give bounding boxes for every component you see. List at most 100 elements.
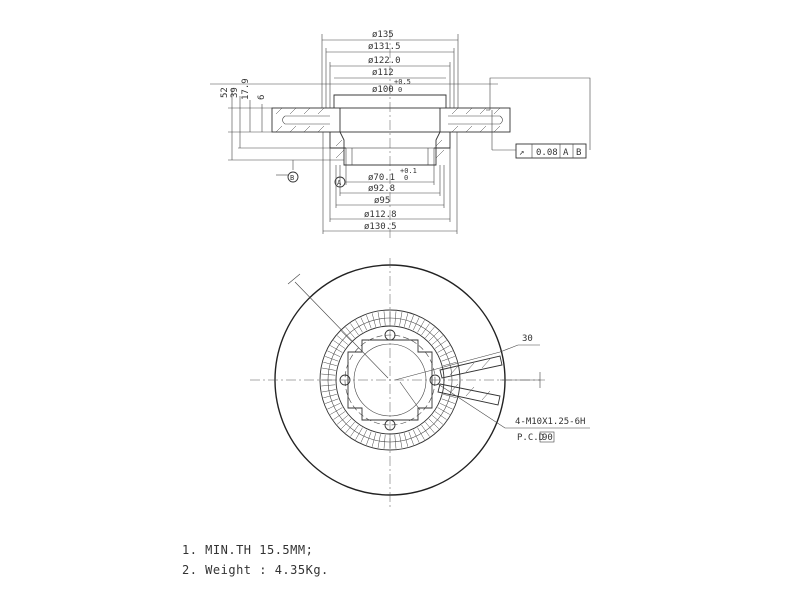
vane (434, 411, 447, 420)
vane (403, 313, 409, 327)
pcd-value: 90 (542, 433, 553, 443)
vane (437, 407, 450, 415)
vane (341, 418, 352, 429)
vane (333, 340, 346, 349)
height-dimensions (210, 83, 498, 161)
vane (413, 317, 420, 331)
vane (399, 312, 403, 326)
vane (321, 373, 336, 376)
vane (417, 427, 425, 440)
vane (322, 367, 336, 371)
tolerance-value: 0.08 (536, 148, 558, 158)
dim-h-52: 52 (220, 87, 230, 98)
dim-dia-92-8: ø92.8 (368, 184, 395, 194)
dim-dia-112-8: ø112.8 (364, 210, 397, 220)
vane (336, 415, 349, 425)
vane (431, 335, 444, 345)
vane (441, 356, 455, 362)
vane (333, 411, 346, 420)
vane (355, 320, 363, 333)
front-view: 30 4-M10X1.25-6H P.C.D 90 (250, 258, 590, 508)
datum-ref-b: B (576, 148, 581, 158)
runout-tolerance-frame (486, 77, 591, 159)
vane (327, 403, 341, 410)
vane (428, 418, 439, 429)
hub-cross (347, 339, 433, 421)
runout-symbol: ↗ (519, 148, 524, 158)
vane (403, 433, 409, 447)
vane (323, 393, 337, 399)
dim-dia-131-5: ø131.5 (368, 42, 401, 52)
pcd-label: P.C.D (517, 433, 544, 443)
vane (371, 433, 377, 447)
vane (330, 407, 343, 415)
vane (431, 415, 444, 425)
dim-dia-135: ø135 (372, 30, 394, 40)
vane (439, 350, 453, 357)
vane (350, 323, 359, 336)
cooling-vanes (321, 311, 457, 449)
vane (366, 315, 372, 329)
dim-h-6: 6 (257, 95, 267, 100)
dim-dia-112: ø112 (372, 68, 394, 78)
dim-dia-100-tol-upper: +0.5 (394, 78, 411, 86)
vane (321, 384, 336, 387)
vane (413, 429, 420, 443)
vane (394, 434, 397, 449)
vane (428, 331, 439, 342)
vane (425, 326, 435, 339)
vane (325, 356, 339, 362)
vane (360, 429, 367, 443)
section-hatching (275, 107, 501, 159)
vane (437, 345, 450, 353)
vane (322, 389, 336, 393)
vane (341, 331, 352, 342)
dim-h-39: 39 (230, 87, 240, 98)
datum-b-marker (287, 171, 299, 183)
vane (366, 431, 372, 445)
vane (360, 317, 367, 331)
angle-30-label: 30 (522, 334, 533, 344)
note-weight: 2. Weight : 4.35Kg. (182, 563, 329, 577)
vane (377, 434, 381, 448)
vane (336, 335, 349, 345)
vane (377, 312, 381, 326)
bottom-diameter-dimensions (322, 132, 458, 234)
vane (399, 434, 403, 448)
vane (441, 398, 455, 404)
datum-b-label: B (290, 174, 294, 182)
dim-h-17-9: 17.9 (241, 78, 251, 100)
dim-dia-130-5: ø130.5 (364, 222, 397, 232)
vane (327, 350, 341, 357)
thread-spec-label: 4-M10X1.25-6H (515, 417, 585, 427)
dim-dia-100: ø100 (372, 85, 394, 95)
section-slot (437, 355, 503, 406)
dim-dia-70-1: ø70.1 (368, 173, 395, 183)
dim-dia-95: ø95 (374, 196, 390, 206)
side-section-view: ø135 ø131.5 ø122.0 ø112 ø100 +0.5 0 52 3… (210, 30, 591, 240)
vane (345, 421, 355, 434)
vane (443, 361, 457, 367)
datum-a-label: A (337, 179, 342, 187)
dim-dia-122: ø122.0 (368, 56, 401, 66)
vane (439, 403, 453, 410)
vane (371, 313, 377, 327)
dim-dia-100-tol-lower: 0 (398, 86, 402, 94)
dim-dia-70-1-tol-lower: 0 (404, 174, 408, 182)
vane (443, 393, 457, 399)
vane (355, 427, 363, 440)
vane (434, 340, 447, 349)
vane (417, 320, 425, 333)
vane (394, 311, 397, 326)
vane (350, 424, 359, 437)
vane (408, 315, 414, 329)
datum-ref-a: A (563, 148, 569, 158)
vent-ring-outer (319, 309, 461, 451)
vane (325, 398, 339, 404)
vane (421, 323, 430, 336)
vane (383, 311, 386, 326)
vane (425, 421, 435, 434)
drawing-notes: 1. MIN.TH 15.5MM; 2. Weight : 4.35Kg. (182, 540, 329, 580)
vane (323, 361, 337, 367)
